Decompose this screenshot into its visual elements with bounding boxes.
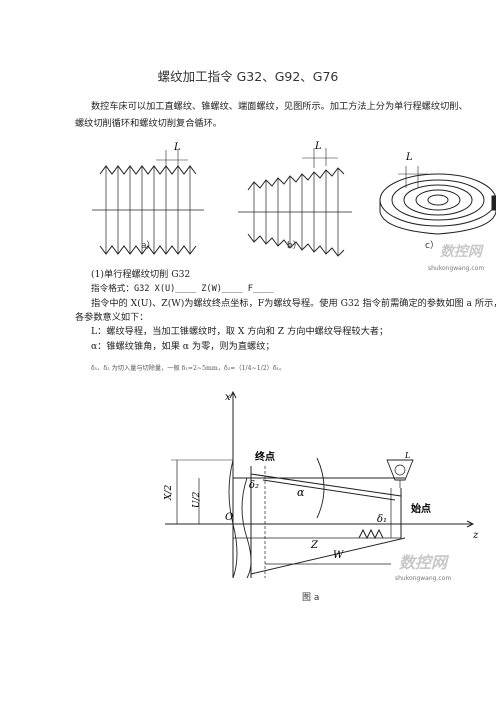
end-point-label: 终点 — [255, 450, 275, 463]
tapered-thread-diagram — [238, 148, 352, 257]
delta1-label: δ₁ — [377, 514, 387, 525]
watermark-url-top: shukongwang.com — [428, 265, 484, 272]
thread-b-lead-label: L — [314, 141, 322, 152]
caption-b: b） — [287, 241, 302, 251]
axis-x-label: x — [225, 392, 231, 403]
thread-types-figure: L L L 数控网 shukongwang.com — [92, 141, 496, 272]
thread-c-lead-label: L — [405, 152, 413, 163]
command-format: 指令格式：G32 X(U)____ Z(W)____ F____ — [91, 284, 274, 294]
description-line-1: 指令中的 X(U)、Z(W)为螺纹终点坐标，F为螺纹导程。使用 G32 指令前需… — [91, 298, 496, 309]
u-half-dimension: U/2 — [192, 491, 202, 508]
face-thread-diagram — [379, 166, 496, 235]
watermark-logo-bottom: 数控网 — [399, 553, 450, 572]
thread-a-lead-label: L — [173, 142, 181, 153]
watermark-logo-top: 数控网 — [440, 243, 484, 260]
param-lead: L：螺纹导程，当加工锥螺纹时，取 X 方向和 Z 方向中螺纹导程较大者； — [91, 326, 389, 337]
g32-parameter-diagram: x z 终点 始点 X/2 U/2 O Z W α δ₂ δ₁ L 数控网 sh… — [164, 390, 479, 582]
x-half-dimension: X/2 — [164, 485, 174, 501]
page-title: 螺纹加工指令 G32、G92、G76 — [157, 69, 339, 84]
caption-c: c） — [425, 241, 439, 251]
axis-z-label: z — [472, 530, 479, 541]
start-point-label: 始点 — [411, 502, 431, 515]
caption-a: a） — [141, 241, 156, 251]
w-dimension-label: W — [333, 550, 344, 561]
z-dimension-label: Z — [310, 540, 319, 551]
param-taper-angle: α：锥螺纹锥角，如果 α 为零，则为直螺纹； — [91, 341, 275, 352]
origin-label: O — [225, 512, 233, 523]
intro-line-1: 数控车床可以加工直螺纹、锥螺纹、端面螺纹，见图所示。加工方法上分为单行程螺纹切削… — [91, 101, 468, 112]
section-heading: (1)单行程螺纹切削 G32 — [91, 269, 191, 280]
intro-line-2: 螺纹切削循环和螺纹切削复合循环。 — [75, 118, 222, 129]
description-line-2: 各参数意义如下： — [75, 312, 149, 323]
delta2-label: δ₂ — [249, 480, 259, 491]
straight-thread-diagram — [92, 150, 204, 255]
taper-angle-label: α — [297, 486, 305, 499]
param-infeed-outfeed: δ₁、δ₂ 为切入量与切除量，一般 δ₁=2~5mm，δ₂=（1/4~1/2）δ… — [91, 365, 286, 372]
tool-lead-label: L — [404, 451, 410, 460]
watermark-url-bottom: shukongwang.com — [395, 575, 451, 582]
figure-a-caption: 图 a — [302, 593, 320, 603]
